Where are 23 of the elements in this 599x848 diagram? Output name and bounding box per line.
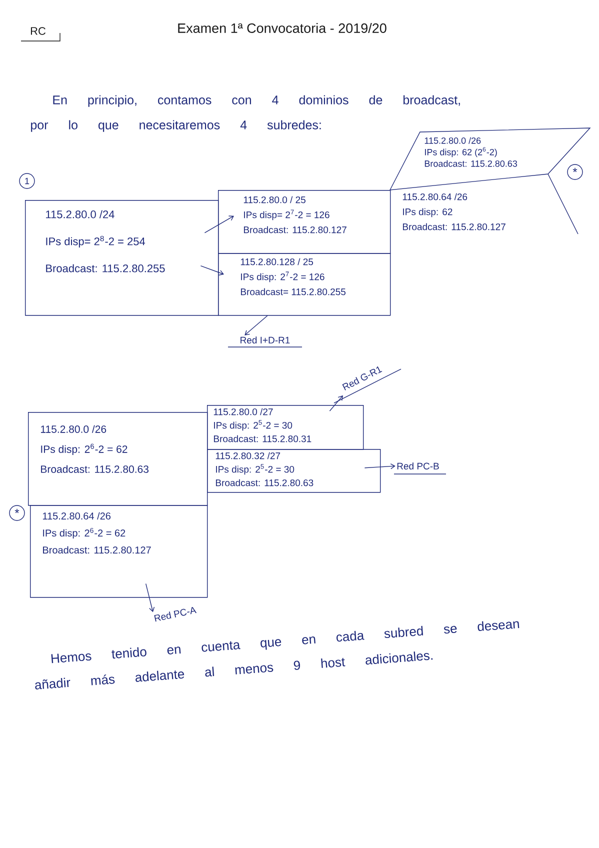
network-label: Red PC-A <box>154 607 197 622</box>
arrow <box>244 315 268 336</box>
callout-mark: * <box>9 505 25 521</box>
network-label: Red I+D-R1 <box>228 336 302 348</box>
note-text: Hemos tenido en cuenta que en cada subred se desean añadir más adelante al menos 9 host adicionales. <box>35 621 520 690</box>
subnet-box: 115.2.80.0 / 25 IPs disp= 2$^{7}$-2 = 126 Broadcast: 115.2.80.127 <box>218 190 391 254</box>
arrow <box>200 266 224 276</box>
subnet-box: 115.2.80.0 /26 IPs disp: 2$^{6}$-2 = 62 Broadcast: 115.2.80.63 <box>28 412 208 506</box>
arrow <box>364 463 396 470</box>
course-tag: RC <box>20 27 60 42</box>
callout-mark: * <box>567 164 583 180</box>
arrow <box>146 583 155 612</box>
subnet-box: 115.2.80.0 /27 IPs disp: 2$^{5}$-2 = 30 Broadcast: 115.2.80.31 <box>207 405 364 450</box>
network-label: Red G-R1 <box>334 366 402 404</box>
arrow <box>204 216 234 234</box>
subnet-box: 115.2.80.128 / 25 IPs disp: 2$^{7}$-2 = 126 Broadcast= 115.2.80.255 <box>218 253 391 316</box>
page-title: Examen 1ª Convocatoria - 2019/20 <box>178 23 386 33</box>
network-label: Red PC-B <box>394 462 446 474</box>
subnet-box: 115.2.80.64 /26 IPs disp: 2$^{6}$-2 = 62 Broadcast: 115.2.80.127 <box>30 505 208 598</box>
callout-number: 1 <box>19 173 35 189</box>
subnet-box: 115.2.80.0 /24 IPs disp= 2$^{8}$-2 = 254 Broadcast: 115.2.80.255 <box>25 200 219 316</box>
arrow <box>329 395 343 412</box>
subnet-box: 115.2.80.32 /27 IPs disp: 2$^{5}$-2 = 30 Broadcast: 115.2.80.63 <box>207 449 381 493</box>
